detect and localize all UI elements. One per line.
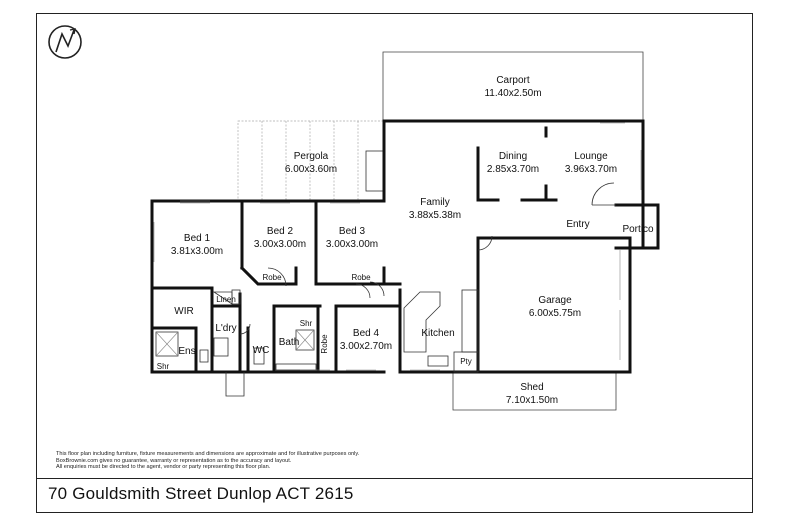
kitchen-label: Kitchen	[421, 328, 454, 339]
carport-dims: 11.40x2.50m	[484, 88, 541, 99]
dining-dims: 2.85x3.70m	[487, 164, 539, 175]
lounge-name: Lounge	[574, 151, 608, 162]
pergola-name: Pergola	[294, 151, 329, 162]
disclaimer-line: All enquiries must be directed to the ag…	[56, 464, 271, 471]
dining-name: Dining	[499, 151, 527, 162]
wc-label: WC	[253, 345, 270, 356]
portico-label: Portico	[622, 224, 654, 235]
bed4-name: Bed 4	[353, 328, 380, 339]
shed-dims: 7.10x1.50m	[506, 395, 558, 406]
door-swings	[225, 235, 493, 397]
property-address: 70 Gouldsmith Street Dunlop ACT 2615	[48, 484, 354, 503]
robe-bed4-label: Robe	[320, 334, 329, 354]
footer-divider	[36, 478, 753, 479]
windows	[153, 122, 642, 371]
disclaimer-line: BoxBrownie.com gives no guarantee, warra…	[56, 457, 292, 464]
disclaimer-line: This floor plan including furniture, fix…	[56, 451, 360, 457]
bed1-name: Bed 1	[184, 233, 211, 244]
bed3-dims: 3.00x3.00m	[326, 239, 378, 250]
family-dims: 3.88x5.38m	[409, 210, 461, 221]
bed3-name: Bed 3	[339, 226, 366, 237]
bed4-dims: 3.00x2.70m	[340, 341, 392, 352]
page-frame	[36, 13, 753, 513]
bed1-dims: 3.81x3.00m	[171, 246, 223, 257]
kitchen-fixtures	[155, 289, 479, 373]
family-name: Family	[420, 197, 449, 208]
garage-name: Garage	[538, 295, 572, 306]
exterior-walls	[150, 119, 645, 374]
laundry-label: L'dry	[215, 323, 236, 334]
pantry-label: Pty	[460, 357, 472, 366]
shower-ensuite-label: Shr	[157, 362, 170, 371]
north-arrow-icon	[48, 25, 82, 59]
entry-label: Entry	[566, 219, 589, 230]
shed-area	[452, 373, 617, 411]
bed2-dims: 3.00x3.00m	[254, 239, 306, 250]
disclaimer: This floor plan including furniture, fix…	[56, 451, 359, 471]
bed2-name: Bed 2	[267, 226, 294, 237]
robe-bed3-label: Robe	[351, 273, 371, 282]
shower-bath-label: Shr	[300, 319, 313, 328]
wir-label: WIR	[174, 306, 193, 317]
robe-bed2-label: Robe	[262, 273, 282, 282]
garage-dims: 6.00x5.75m	[529, 308, 581, 319]
pergola-dims: 6.00x3.60m	[285, 164, 337, 175]
ensuite-label: Ens	[178, 346, 195, 357]
interior-walls	[150, 126, 558, 374]
linen-label: Linen	[216, 295, 236, 304]
lounge-dims: 3.96x3.70m	[565, 164, 617, 175]
bath-label: Bath	[279, 337, 300, 348]
shed-name: Shed	[520, 382, 543, 393]
carport-name: Carport	[496, 75, 530, 86]
